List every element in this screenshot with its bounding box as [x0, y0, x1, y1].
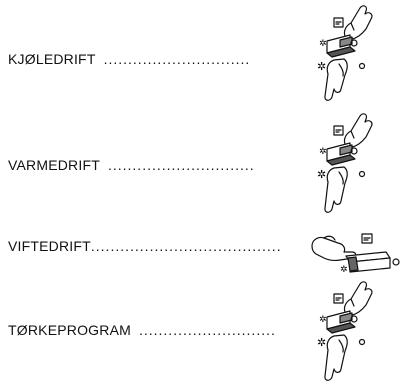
leader-dots: ............................: [138, 322, 276, 338]
row-label: KJØLEDRIFT: [8, 51, 96, 67]
left-symbol-2: ✲: [317, 168, 326, 181]
left-symbol: ✲: [340, 265, 348, 274]
left-symbol-2: ✲: [317, 336, 326, 349]
switch-down-icon: ✲ ✲: [310, 0, 380, 104]
row-label: VIFTEDRIFT: [8, 238, 91, 254]
row-label: VARMEDRIFT: [8, 157, 100, 173]
switch-down-icon: ✲ ✲: [310, 108, 380, 220]
row-dry: TØRKEPROGRAM ...........................…: [8, 320, 308, 340]
row-cooling: KJØLEDRIFT .............................…: [8, 49, 308, 69]
row-heating: VARMEDRIFT .............................…: [8, 155, 308, 175]
left-symbol: ✲: [319, 39, 327, 49]
leader-dots: .......................................: [90, 238, 282, 254]
left-symbol-2: ✲: [317, 60, 326, 73]
row-label: TØRKEPROGRAM: [8, 322, 131, 338]
left-symbol: ✲: [319, 147, 327, 157]
switch-down-icon: ✲ ✲: [310, 276, 380, 386]
row-fan: VIFTEDRIFT .............................…: [8, 236, 308, 256]
leader-dots: ..............................: [107, 157, 255, 173]
switch-fan-icon: ✲: [310, 226, 403, 274]
left-symbol: ✲: [319, 315, 327, 325]
leader-dots: ..............................: [103, 51, 251, 67]
